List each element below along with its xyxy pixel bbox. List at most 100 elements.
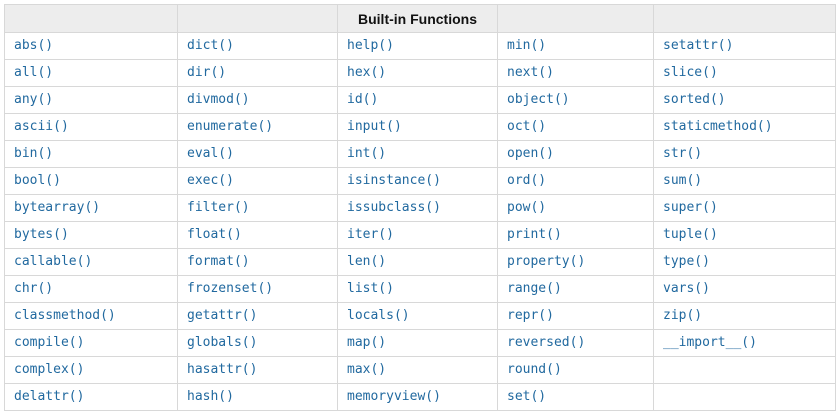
function-link-divmod[interactable]: divmod() (187, 92, 250, 107)
function-link-next[interactable]: next() (507, 65, 554, 80)
header-cell-empty (177, 4, 338, 33)
table-cell: bytes() (4, 221, 178, 249)
table-cell: bool() (4, 167, 178, 195)
table-cell: divmod() (177, 86, 338, 114)
table-cell: type() (653, 248, 836, 276)
function-link-tuple[interactable]: tuple() (663, 227, 718, 242)
function-link-any[interactable]: any() (14, 92, 54, 107)
table-row: abs() dict() help() min() setattr() (4, 32, 836, 60)
table-cell: list() (337, 275, 498, 303)
function-link-super[interactable]: super() (663, 200, 718, 215)
function-link-hasattr[interactable]: hasattr() (187, 362, 258, 377)
function-link-len[interactable]: len() (347, 254, 387, 269)
function-link-property[interactable]: property() (507, 254, 586, 269)
function-link-iter[interactable]: iter() (347, 227, 394, 242)
function-link-object[interactable]: object() (507, 92, 570, 107)
function-link-slice[interactable]: slice() (663, 65, 718, 80)
function-link-help[interactable]: help() (347, 38, 394, 53)
function-link-vars[interactable]: vars() (663, 281, 710, 296)
function-link-dir[interactable]: dir() (187, 65, 227, 80)
table-cell: reversed() (497, 329, 654, 357)
header-cell-empty (4, 4, 178, 33)
function-link-hash[interactable]: hash() (187, 389, 234, 404)
function-link-bytearray[interactable]: bytearray() (14, 200, 101, 215)
function-link-filter[interactable]: filter() (187, 200, 250, 215)
function-link-str[interactable]: str() (663, 146, 703, 161)
function-link-ascii[interactable]: ascii() (14, 119, 69, 134)
function-link-isinstance[interactable]: isinstance() (347, 173, 441, 188)
function-link-bool[interactable]: bool() (14, 173, 61, 188)
function-link-id[interactable]: id() (347, 92, 379, 107)
function-link-exec[interactable]: exec() (187, 173, 234, 188)
table-row: classmethod() getattr() locals() repr() zip(… (4, 302, 836, 330)
function-link-staticmethod[interactable]: staticmethod() (663, 119, 773, 134)
function-link-set[interactable]: set() (507, 389, 547, 404)
function-link-bytes[interactable]: bytes() (14, 227, 69, 242)
table-cell: bytearray() (4, 194, 178, 222)
table-cell: exec() (177, 167, 338, 195)
function-link-hex[interactable]: hex() (347, 65, 387, 80)
function-link-int[interactable]: int() (347, 146, 387, 161)
table-cell: dir() (177, 59, 338, 87)
table-cell: any() (4, 86, 178, 114)
function-link-type[interactable]: type() (663, 254, 710, 269)
function-link-input[interactable]: input() (347, 119, 402, 134)
function-link-oct[interactable]: oct() (507, 119, 547, 134)
table-cell: getattr() (177, 302, 338, 330)
header-row: Built-in Functions (4, 4, 836, 33)
function-link-pow[interactable]: pow() (507, 200, 547, 215)
function-link-eval[interactable]: eval() (187, 146, 234, 161)
table-cell: all() (4, 59, 178, 87)
function-link-repr[interactable]: repr() (507, 308, 554, 323)
table-cell-empty (653, 356, 836, 384)
table-title: Built-in Functions (337, 4, 498, 33)
function-link-issubclass[interactable]: issubclass() (347, 200, 441, 215)
function-link-all[interactable]: all() (14, 65, 54, 80)
function-link-setattr[interactable]: setattr() (663, 38, 734, 53)
function-link-compile[interactable]: compile() (14, 335, 85, 350)
function-link-bin[interactable]: bin() (14, 146, 54, 161)
function-link-abs[interactable]: abs() (14, 38, 54, 53)
function-link-open[interactable]: open() (507, 146, 554, 161)
function-link-import[interactable]: __import__() (663, 335, 757, 350)
table-cell: dict() (177, 32, 338, 60)
function-link-format[interactable]: format() (187, 254, 250, 269)
function-link-sum[interactable]: sum() (663, 173, 703, 188)
function-link-enumerate[interactable]: enumerate() (187, 119, 274, 134)
function-link-dict[interactable]: dict() (187, 38, 234, 53)
function-link-reversed[interactable]: reversed() (507, 335, 586, 350)
function-link-min[interactable]: min() (507, 38, 547, 53)
function-link-globals[interactable]: globals() (187, 335, 258, 350)
function-link-map[interactable]: map() (347, 335, 387, 350)
function-link-frozenset[interactable]: frozenset() (187, 281, 274, 296)
table-cell: map() (337, 329, 498, 357)
table-cell: help() (337, 32, 498, 60)
table-cell: max() (337, 356, 498, 384)
table-cell: staticmethod() (653, 113, 836, 141)
function-link-sorted[interactable]: sorted() (663, 92, 726, 107)
function-link-chr[interactable]: chr() (14, 281, 54, 296)
function-link-float[interactable]: float() (187, 227, 242, 242)
function-link-ord[interactable]: ord() (507, 173, 547, 188)
table-cell: input() (337, 113, 498, 141)
table-cell: classmethod() (4, 302, 178, 330)
table-cell: globals() (177, 329, 338, 357)
function-link-round[interactable]: round() (507, 362, 562, 377)
function-link-classmethod[interactable]: classmethod() (14, 308, 116, 323)
table-cell: vars() (653, 275, 836, 303)
function-link-max[interactable]: max() (347, 362, 387, 377)
function-link-print[interactable]: print() (507, 227, 562, 242)
function-link-list[interactable]: list() (347, 281, 394, 296)
function-link-range[interactable]: range() (507, 281, 562, 296)
function-link-memoryview[interactable]: memoryview() (347, 389, 441, 404)
function-link-locals[interactable]: locals() (347, 308, 410, 323)
function-link-delattr[interactable]: delattr() (14, 389, 85, 404)
table-row: bytes() float() iter() print() tuple() (4, 221, 836, 249)
table-cell: hash() (177, 383, 338, 411)
function-link-complex[interactable]: complex() (14, 362, 85, 377)
function-link-zip[interactable]: zip() (663, 308, 703, 323)
table-cell: eval() (177, 140, 338, 168)
function-link-callable[interactable]: callable() (14, 254, 93, 269)
function-link-getattr[interactable]: getattr() (187, 308, 258, 323)
